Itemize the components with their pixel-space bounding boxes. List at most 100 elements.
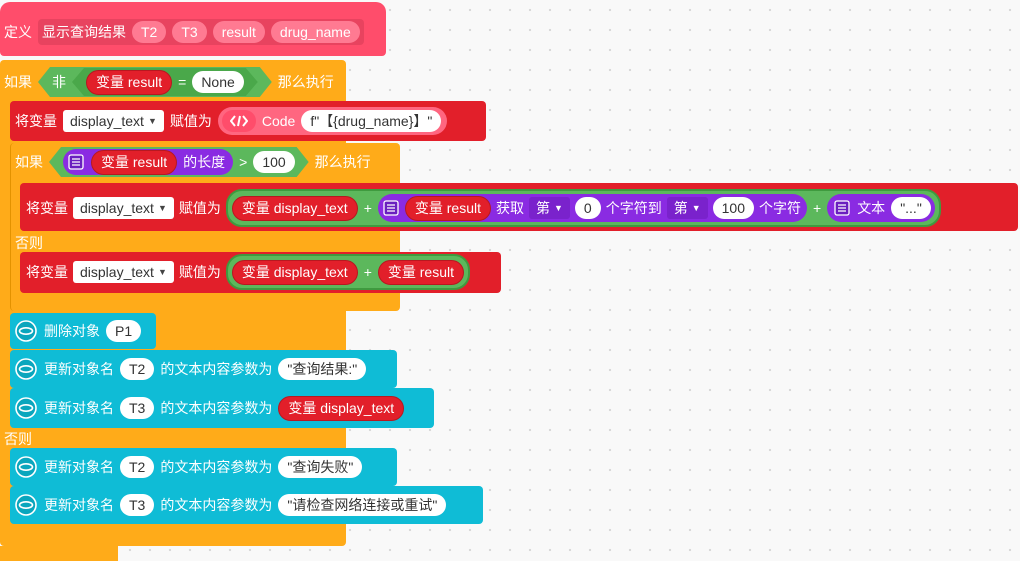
join-block-2[interactable]: 变量 display_text + 变量 result xyxy=(225,254,470,290)
not-label: 非 xyxy=(52,74,66,90)
if-outer-label: 如果 xyxy=(4,74,32,90)
update-target[interactable]: T2 xyxy=(120,358,155,380)
code-block[interactable]: Code f"【{drug_name}】" xyxy=(217,107,448,135)
if-outer-row: 如果 非 变量 result = None 那么执行 xyxy=(4,68,334,96)
to-char-label: 个字符到 xyxy=(605,200,662,216)
chars-label: 个字符 xyxy=(759,200,801,216)
ellipsis-value[interactable]: "..." xyxy=(891,197,931,219)
to-label-3: 赋值为 xyxy=(178,264,221,280)
code-icon xyxy=(221,110,256,132)
sprite-icon xyxy=(14,396,38,420)
to-label-2: 赋值为 xyxy=(178,200,221,216)
else-inner-row: 否则 xyxy=(15,234,43,252)
assign-row-3: 将变量 display_text▼ 赋值为 变量 display_text + … xyxy=(26,254,470,290)
chevron-down-icon: ▼ xyxy=(147,116,157,126)
operand-display-text-2[interactable]: 变量 display_text xyxy=(231,259,358,285)
param-drug-name[interactable]: drug_name xyxy=(270,21,360,43)
sprite-icon xyxy=(14,455,38,479)
update-t2-fail-row: 更新对象名 T2 的文本内容参数为 "查询失败" xyxy=(14,454,363,480)
var-dropdown-2[interactable]: display_text▼ xyxy=(73,197,174,219)
plus-sign-2: + xyxy=(813,200,822,216)
join-block[interactable]: 变量 display_text + 变量 result 获取 第▼ 0 个字符到… xyxy=(225,189,941,227)
param-t3[interactable]: T3 xyxy=(172,21,207,43)
update-target[interactable]: T3 xyxy=(120,494,155,516)
var-name-1: display_text xyxy=(70,113,144,129)
if-else-tail xyxy=(0,546,118,561)
set-label-3: 将变量 xyxy=(26,264,68,280)
not-block[interactable]: 非 变量 result = None xyxy=(38,67,272,97)
update-value[interactable]: "请检查网络连接或重试" xyxy=(278,494,447,516)
code-label: Code xyxy=(261,113,296,129)
list-icon xyxy=(67,153,85,171)
param-t2[interactable]: T2 xyxy=(132,21,167,43)
equals-sign: = xyxy=(178,74,187,90)
if-inner-row: 如果 变量 result 的长度 > 100 那么执行 xyxy=(15,148,371,176)
define-row: 定义 显示查询结果 T2 T3 result drug_name xyxy=(4,18,364,46)
plus-sign-1: + xyxy=(363,200,372,216)
assign-row-1: 将变量 display_text▼ 赋值为 Code f"【{drug_name… xyxy=(15,107,448,135)
delete-row: 删除对象 P1 xyxy=(14,318,142,344)
else-outer-row: 否则 xyxy=(4,430,32,448)
var-result-pill-3[interactable]: 变量 result xyxy=(404,195,491,221)
param-result[interactable]: result xyxy=(212,21,265,43)
update-label: 更新对象名 xyxy=(44,400,114,416)
text-label: 文本 xyxy=(857,200,886,216)
chevron-down-icon: ▼ xyxy=(691,203,701,213)
else-inner-label: 否则 xyxy=(15,235,43,251)
set-label-2: 将变量 xyxy=(26,200,68,216)
update-value[interactable]: "查询失败" xyxy=(278,456,363,478)
var-dropdown-3[interactable]: display_text▼ xyxy=(73,261,174,283)
update-value-var[interactable]: 变量 display_text xyxy=(278,395,405,421)
else-outer-label: 否则 xyxy=(4,431,32,447)
sprite-icon xyxy=(14,357,38,381)
nth-dropdown-1[interactable]: 第▼ xyxy=(529,197,570,219)
operand-display-text[interactable]: 变量 display_text xyxy=(231,195,358,221)
then-outer-label: 那么执行 xyxy=(277,74,334,90)
then-inner-label: 那么执行 xyxy=(314,154,371,170)
operand-result[interactable]: 变量 result xyxy=(377,259,464,285)
get-label: 获取 xyxy=(496,200,524,216)
chevron-down-icon: ▼ xyxy=(157,203,167,213)
var-name-3: display_text xyxy=(80,264,154,280)
threshold-value[interactable]: 100 xyxy=(253,151,294,173)
to-label-1: 赋值为 xyxy=(169,113,212,129)
chevron-down-icon: ▼ xyxy=(554,203,563,213)
update-label: 更新对象名 xyxy=(44,497,114,513)
sprite-icon xyxy=(14,319,38,343)
update-suffix: 的文本内容参数为 xyxy=(160,497,273,513)
list-icon xyxy=(833,199,851,217)
length-block[interactable]: 变量 result 的长度 xyxy=(63,149,233,175)
delete-target[interactable]: P1 xyxy=(106,320,142,342)
update-target[interactable]: T3 xyxy=(120,397,155,419)
define-label: 定义 xyxy=(4,24,32,40)
update-suffix: 的文本内容参数为 xyxy=(160,459,273,475)
var-dropdown-1[interactable]: display_text▼ xyxy=(63,110,164,132)
update-t2-row: 更新对象名 T2 的文本内容参数为 "查询结果:" xyxy=(14,356,367,382)
none-value[interactable]: None xyxy=(192,71,243,93)
set-label-1: 将变量 xyxy=(15,113,57,129)
nth-dropdown-2[interactable]: 第▼ xyxy=(666,197,708,219)
update-suffix: 的文本内容参数为 xyxy=(160,400,273,416)
length-label: 的长度 xyxy=(183,154,226,170)
update-target[interactable]: T2 xyxy=(120,456,155,478)
var-result-pill[interactable]: 变量 result xyxy=(86,70,172,95)
update-label: 更新对象名 xyxy=(44,361,114,377)
substring-block[interactable]: 变量 result 获取 第▼ 0 个字符到 第▼ 100 个字符 xyxy=(377,194,807,222)
var-result-pill-2[interactable]: 变量 result xyxy=(91,150,177,175)
from-index[interactable]: 0 xyxy=(574,197,601,219)
update-t3-fail-row: 更新对象名 T3 的文本内容参数为 "请检查网络连接或重试" xyxy=(14,492,447,518)
chevron-down-icon: ▼ xyxy=(157,267,167,277)
nth-label-1: 第 xyxy=(536,200,550,216)
update-value[interactable]: "查询结果:" xyxy=(278,358,367,380)
nth-label-2: 第 xyxy=(673,200,688,216)
if-inner-label: 如果 xyxy=(15,154,43,170)
to-index[interactable]: 100 xyxy=(712,197,754,219)
equals-block[interactable]: 变量 result = None xyxy=(72,68,258,96)
greater-block[interactable]: 变量 result 的长度 > 100 xyxy=(49,147,309,177)
update-label: 更新对象名 xyxy=(44,459,114,475)
code-value[interactable]: f"【{drug_name}】" xyxy=(301,110,442,132)
assign-row-2: 将变量 display_text▼ 赋值为 变量 display_text + … xyxy=(26,189,941,227)
text-block[interactable]: 文本 "..." xyxy=(827,194,935,222)
plus-sign-3: + xyxy=(363,264,372,280)
list-icon xyxy=(382,199,400,217)
